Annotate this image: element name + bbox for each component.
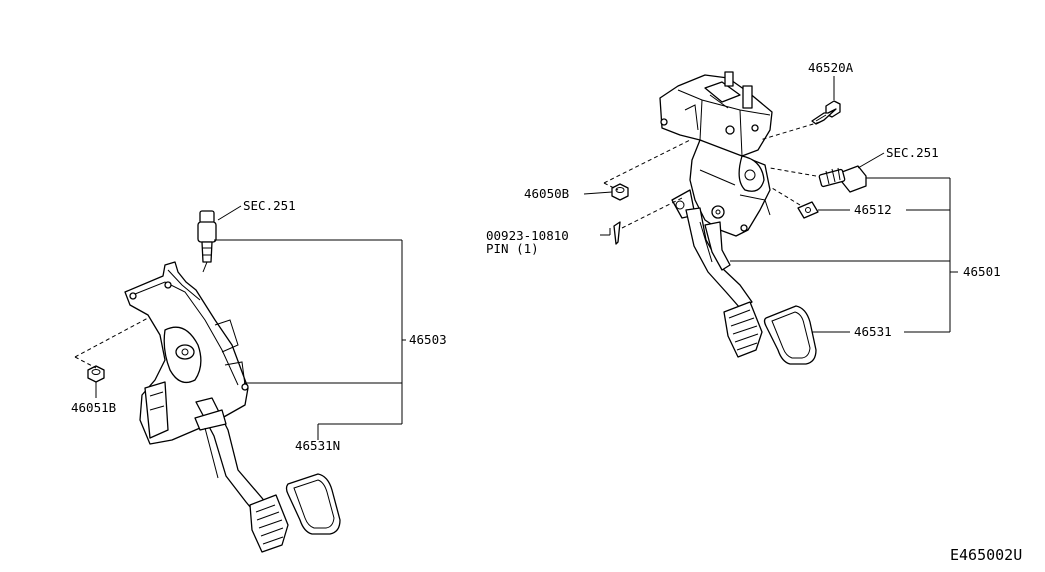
- label-sec-251-right: SEC.251: [886, 145, 939, 160]
- right-pedal-pad: [723, 301, 763, 358]
- right-pedal-assembly: [603, 71, 867, 365]
- left-leader-lines: [95, 205, 406, 440]
- right-pedal-pad-rubber: [763, 305, 817, 365]
- label-46520a: 46520A: [808, 60, 854, 75]
- label-pin-part-number: 00923-10810: [486, 228, 569, 243]
- label-sec-251-left: SEC.251: [243, 198, 296, 213]
- diagram-code: E465002U: [950, 546, 1022, 564]
- left-pedal-assembly: [74, 210, 341, 553]
- left-clutch-pedal-arm: [194, 397, 271, 515]
- right-clutch-pedal-arm: [685, 207, 753, 309]
- right-nut-46050b: [611, 183, 629, 201]
- right-pedal-bracket: [659, 71, 773, 157]
- label-46051b: 46051B: [71, 400, 116, 415]
- label-46503: 46503: [409, 332, 447, 347]
- label-46512: 46512: [854, 202, 892, 217]
- right-sensor-switch: [818, 165, 867, 193]
- left-nut-46051b: [87, 365, 105, 383]
- left-pedal-bracket: [124, 261, 249, 445]
- label-pin-quantity: PIN (1): [486, 241, 539, 256]
- right-leader-lines: [583, 76, 958, 333]
- label-46531: 46531: [854, 324, 892, 339]
- right-pin-00923: [613, 221, 621, 245]
- label-46050b: 46050B: [524, 186, 569, 201]
- label-46531n: 46531N: [295, 438, 340, 453]
- right-clip-46512: [797, 201, 819, 219]
- left-sensor-switch: [197, 210, 217, 273]
- left-pedal-pad: [249, 494, 289, 553]
- left-pedal-pad-rubber: [285, 473, 341, 535]
- right-bolt-46520a: [811, 100, 841, 125]
- right-pedal-body: [671, 139, 771, 237]
- label-46501: 46501: [963, 264, 1001, 279]
